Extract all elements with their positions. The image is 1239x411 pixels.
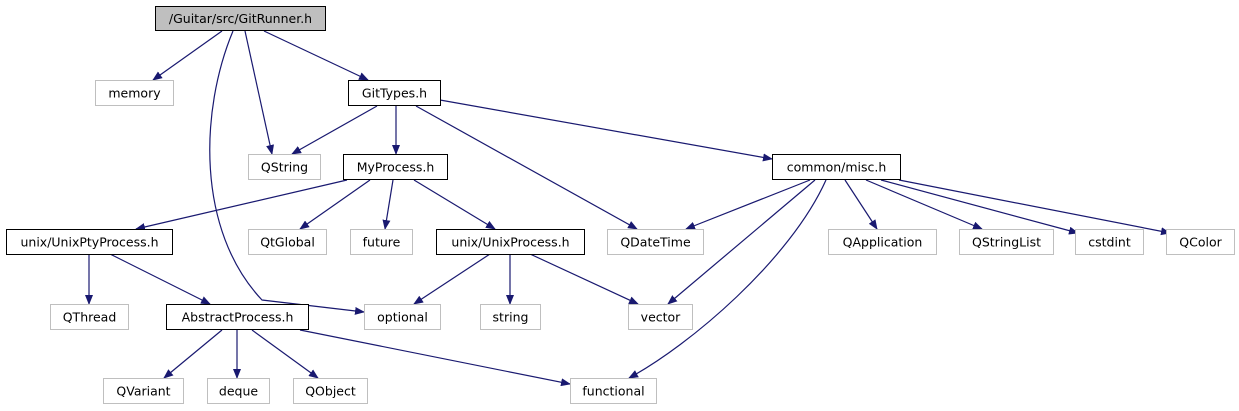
node-qapplication: QApplication <box>828 229 937 255</box>
edge-gitrunner-to-memory <box>152 30 223 81</box>
node-label-qstringlist: QStringList <box>972 235 1041 250</box>
node-box-myprocess <box>343 154 448 180</box>
edge-gittypes-to-commonmisc <box>439 99 773 162</box>
node-memory: memory <box>95 80 174 106</box>
node-future: future <box>350 229 413 255</box>
node-myprocess[interactable]: MyProcess.h <box>343 154 448 180</box>
edge-abstractprocess-to-qobject <box>251 329 319 379</box>
node-box-qtglobal <box>248 229 327 255</box>
node-qstringlist: QStringList <box>959 229 1054 255</box>
node-label-myprocess: MyProcess.h <box>357 160 435 175</box>
node-label-vector: vector <box>641 310 682 325</box>
node-string: string <box>480 304 541 330</box>
edge-commonmisc-to-qapplication <box>844 179 878 230</box>
edge-commonmisc-to-cstdint <box>880 179 1079 235</box>
node-label-string: string <box>493 310 529 325</box>
edge-commonmisc-to-qdatetime <box>685 179 811 230</box>
node-label-unixpty: unix/UnixPtyProcess.h <box>20 235 158 250</box>
node-qtglobal: QtGlobal <box>248 229 327 255</box>
node-label-qapplication: QApplication <box>843 235 923 250</box>
node-label-memory: memory <box>108 86 161 101</box>
edge-commonmisc-to-vector <box>667 179 816 305</box>
node-label-qcolor: QColor <box>1179 235 1222 250</box>
node-label-cstdint: cstdint <box>1088 235 1131 250</box>
edge-gittypes-to-qstring <box>291 105 378 155</box>
node-functional: functional <box>570 378 657 404</box>
edge-abstractprocess-to-qvariant <box>163 329 223 379</box>
node-box-vector <box>628 304 693 330</box>
node-box-qthread <box>50 304 129 330</box>
node-qthread: QThread <box>50 304 129 330</box>
node-qcolor: QColor <box>1166 229 1235 255</box>
node-box-future <box>350 229 413 255</box>
edge-myprocess-to-unixprocess <box>413 179 496 230</box>
edge-unixprocess-to-vector <box>529 253 639 305</box>
node-label-qstring: QString <box>261 160 308 175</box>
node-qobject: QObject <box>293 378 368 404</box>
edge-myprocess-to-qtglobal <box>299 179 371 230</box>
edge-myprocess-to-unixpty <box>135 179 348 231</box>
node-box-functional <box>570 378 657 404</box>
node-qvariant: QVariant <box>103 378 184 404</box>
node-box-abstractprocess <box>166 304 309 330</box>
node-label-qdatetime: QDateTime <box>620 235 691 250</box>
node-box-commonmisc <box>772 154 901 180</box>
node-qstring: QString <box>248 154 321 180</box>
node-deque: deque <box>207 378 270 404</box>
node-box-deque <box>207 378 270 404</box>
node-box-gitrunner <box>155 6 326 31</box>
node-unixprocess[interactable]: unix/UnixProcess.h <box>436 229 585 255</box>
node-label-optional: optional <box>377 310 428 325</box>
node-box-cstdint <box>1075 229 1144 255</box>
edges-layer <box>85 30 1171 387</box>
node-cstdint: cstdint <box>1075 229 1144 255</box>
edge-gitrunner-to-qstring <box>244 30 274 155</box>
node-label-qtglobal: QtGlobal <box>260 235 315 250</box>
node-abstractprocess[interactable]: AbstractProcess.h <box>166 304 309 330</box>
node-box-qapplication <box>828 229 937 255</box>
node-optional: optional <box>364 304 441 330</box>
node-box-qvariant <box>103 378 184 404</box>
node-box-qdatetime <box>607 229 704 255</box>
node-label-functional: functional <box>582 384 644 399</box>
edge-myprocess-to-future <box>382 179 394 230</box>
node-vector: vector <box>628 304 693 330</box>
node-box-qobject <box>293 378 368 404</box>
node-box-unixpty <box>6 229 173 255</box>
node-box-optional <box>364 304 441 330</box>
node-box-string <box>480 304 541 330</box>
node-label-commonmisc: common/misc.h <box>787 160 887 175</box>
edge-unixprocess-to-optional <box>413 253 491 305</box>
node-box-qstringlist <box>959 229 1054 255</box>
node-label-gittypes: GitTypes.h <box>362 86 427 101</box>
edge-unixpty-to-abstractprocess <box>109 253 211 305</box>
node-label-unixprocess: unix/UnixProcess.h <box>451 235 569 250</box>
node-box-qstring <box>248 154 321 180</box>
node-label-future: future <box>363 235 401 250</box>
node-unixpty[interactable]: unix/UnixPtyProcess.h <box>6 229 173 255</box>
edge-gitrunner-to-gittypes <box>263 30 369 81</box>
edge-commonmisc-to-qstringlist <box>865 179 983 230</box>
edge-gittypes-to-qdatetime <box>415 105 638 230</box>
node-label-gitrunner: /Guitar/src/GitRunner.h <box>169 11 312 26</box>
node-box-qcolor <box>1166 229 1235 255</box>
edge-commonmisc-to-functional <box>628 179 827 379</box>
node-label-abstractprocess: AbstractProcess.h <box>182 310 294 325</box>
node-label-qvariant: QVariant <box>116 384 170 399</box>
node-commonmisc[interactable]: common/misc.h <box>772 154 901 180</box>
node-qdatetime: QDateTime <box>607 229 704 255</box>
node-box-gittypes <box>348 80 441 106</box>
node-box-memory <box>95 80 174 106</box>
edge-abstractprocess-to-functional <box>299 329 571 387</box>
node-label-deque: deque <box>219 384 258 399</box>
node-box-unixprocess <box>436 229 585 255</box>
node-gittypes[interactable]: GitTypes.h <box>348 80 441 106</box>
node-gitrunner[interactable]: /Guitar/src/GitRunner.h <box>155 6 326 31</box>
nodes-layer: /Guitar/src/GitRunner.h memory GitTypes.hQ… <box>6 6 1235 404</box>
node-label-qobject: QObject <box>305 384 356 399</box>
edge-commonmisc-to-qcolor <box>898 179 1171 236</box>
node-label-qthread: QThread <box>63 310 117 325</box>
edge-gitrunner-to-optional <box>209 30 365 315</box>
